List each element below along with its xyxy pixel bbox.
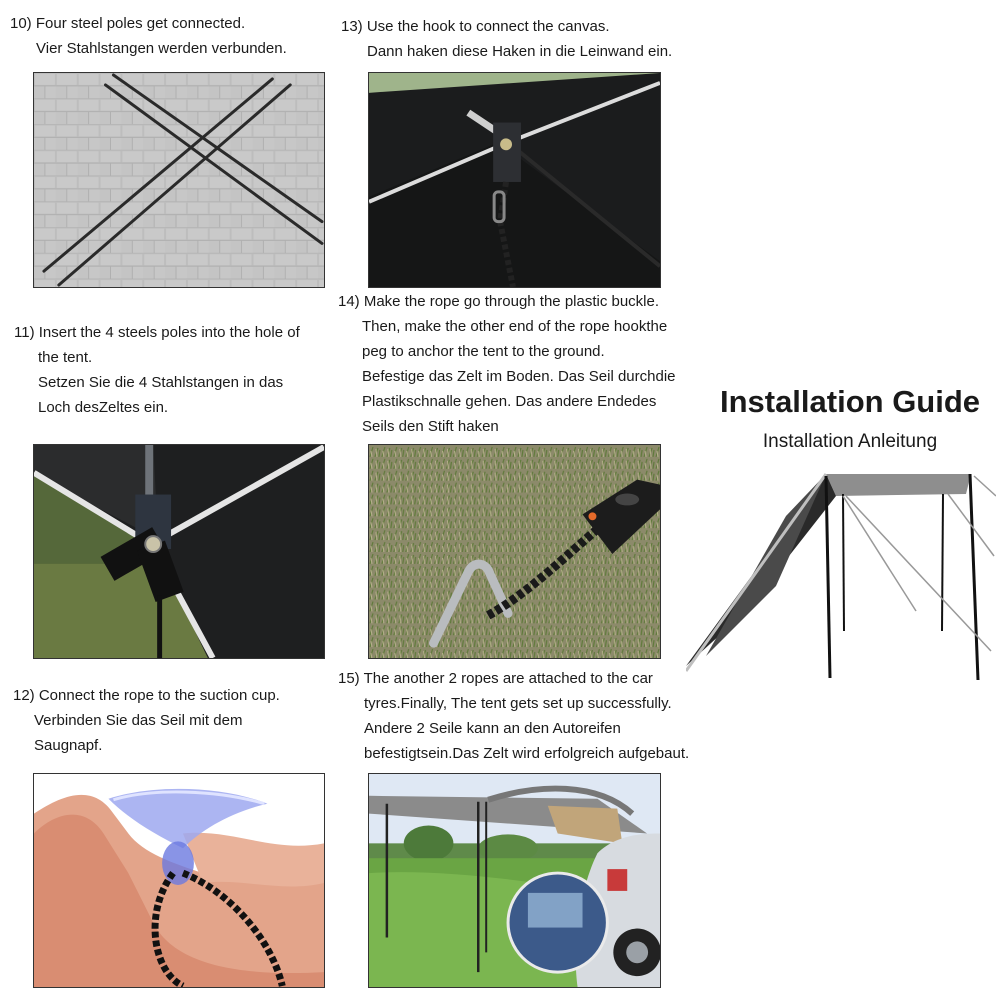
step-14-line-6: Seils den Stift haken bbox=[362, 418, 499, 435]
step-15-line-2: tyres.Finally, The tent gets set up succ… bbox=[364, 695, 672, 712]
step-15-line-3: Andere 2 Seile kann an den Autoreifen bbox=[364, 720, 621, 737]
step-14-line-5: Plastikschnalle gehen. Das andere Endede… bbox=[362, 393, 657, 410]
step-12-photo bbox=[33, 773, 325, 988]
step-14-line-3: peg to anchor the tent to the ground. bbox=[362, 343, 605, 360]
step-15-photo bbox=[368, 773, 661, 988]
step-11-line-2: the tent. bbox=[38, 349, 93, 366]
step-12-line-1: 12) Connect the rope to the suction cup. bbox=[13, 687, 280, 704]
step-11-text: 11) Insert the 4 steels poles into the h… bbox=[14, 320, 300, 420]
step-13-line-1: 13) Use the hook to connect the canvas. bbox=[341, 18, 610, 35]
step-13-line-2: Dann haken diese Haken in die Leinwand e… bbox=[367, 43, 673, 60]
step-10-photo bbox=[33, 72, 325, 288]
step-15-text: 15) The another 2 ropes are attached to … bbox=[338, 666, 689, 766]
step-13-text: 13) Use the hook to connect the canvas. … bbox=[341, 14, 672, 64]
step-13-photo bbox=[368, 72, 661, 288]
step-14-line-4: Befestige das Zelt im Boden. Das Seil du… bbox=[362, 368, 676, 385]
step-14-text: 14) Make the rope go through the plastic… bbox=[338, 289, 676, 439]
step-15-line-1: 15) The another 2 ropes are attached to … bbox=[338, 670, 653, 687]
step-14-photo bbox=[368, 444, 661, 659]
step-11-line-3: Setzen Sie die 4 Stahlstangen in das bbox=[38, 374, 284, 391]
step-11-line-4: Loch desZeltes ein. bbox=[38, 399, 169, 416]
awning-tent-image bbox=[686, 466, 996, 686]
step-11-photo bbox=[33, 444, 325, 659]
step-12-text: 12) Connect the rope to the suction cup.… bbox=[13, 683, 280, 758]
step-14-line-1: 14) Make the rope go through the plastic… bbox=[338, 293, 660, 310]
step-10-text: 10) Four steel poles get connected. Vier… bbox=[10, 11, 287, 61]
step-10-line-1: 10) Four steel poles get connected. bbox=[10, 15, 246, 32]
step-11-line-1: 11) Insert the 4 steels poles into the h… bbox=[14, 324, 300, 341]
guide-subtitle: Installation Anleitung bbox=[762, 431, 938, 452]
guide-title: Installation Guide bbox=[719, 384, 981, 419]
step-14-line-2: Then, make the other end of the rope hoo… bbox=[362, 318, 668, 335]
step-10-line-2: Vier Stahlstangen werden verbunden. bbox=[36, 40, 287, 57]
step-12-line-3: Saugnapf. bbox=[34, 737, 103, 754]
step-12-line-2: Verbinden Sie das Seil mit dem bbox=[34, 712, 243, 729]
step-15-line-4: befestigtsein.Das Zelt wird erfolgreich … bbox=[364, 745, 690, 762]
